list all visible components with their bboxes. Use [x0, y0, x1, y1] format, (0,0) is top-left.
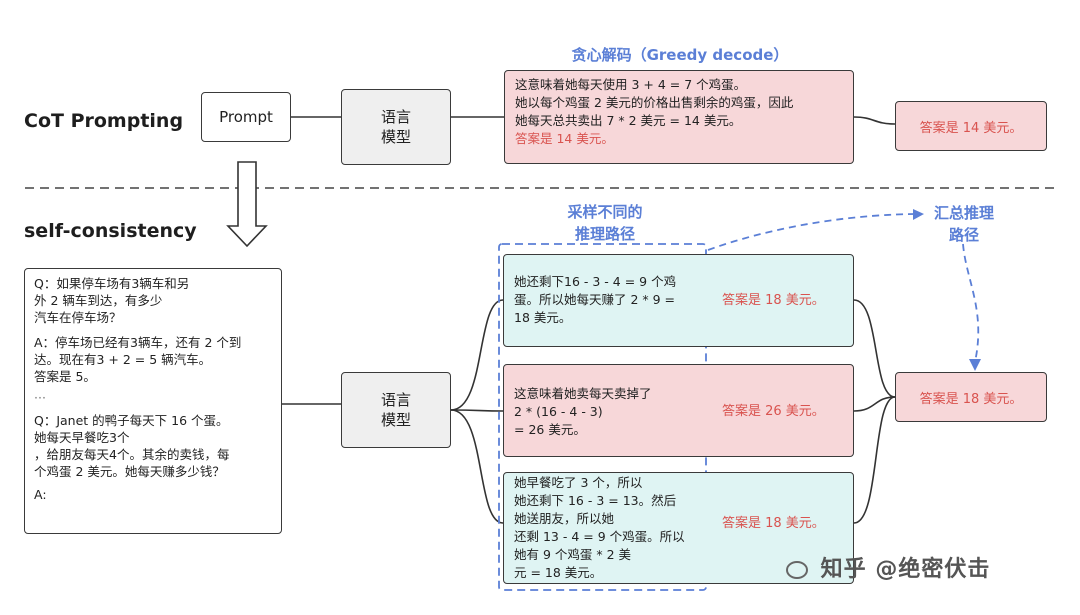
lm-bottom-line1: 语言 [380, 391, 411, 409]
path3-line6: 元 = 18 美元。 [514, 565, 603, 580]
path2-to-final-line [853, 396, 896, 412]
final-answer-box: 答案是 18 美元。 [895, 372, 1047, 422]
lm-top-line2: 模型 [380, 128, 411, 146]
greedy-line4: 答案是 14 美元。 [515, 131, 614, 146]
reasoning-path-1: 她还剩下16 - 3 - 4 = 9 个鸡 蛋。所以她每天赚了 2 * 9 = … [503, 254, 854, 347]
question-line4: A：停车场已经有3辆车，还有 2 个到 [34, 335, 242, 350]
path3-to-final-line [853, 396, 896, 524]
path1-line2: 蛋。所以她每天赚了 2 * 9 = [514, 292, 676, 307]
path1-text: 她还剩下16 - 3 - 4 = 9 个鸡 蛋。所以她每天赚了 2 * 9 = … [514, 273, 704, 327]
agg-down-arrow-line [962, 243, 980, 363]
greedy-line1: 这意味着她每天使用 3 + 4 = 7 个鸡蛋。 [515, 77, 747, 92]
lm-to-path1-line [450, 299, 504, 411]
aggregate-label-line1: 汇总推理 [933, 204, 994, 222]
question-box: Q：如果停车场有3辆车和另 外 2 辆车到达，有多少 汽车在停车场？ A：停车场… [24, 268, 282, 534]
agg-down-arrow-head-icon [969, 359, 981, 371]
agg-arrow-head-icon [913, 209, 924, 220]
path2-text: 这意味着她卖每天卖掉了 2 * (16 - 4 - 3) = 26 美元。 [514, 385, 704, 439]
path1-to-final-line [853, 299, 896, 398]
aggregate-label-line2: 路径 [948, 226, 979, 244]
path3-text: 她早餐吃了 3 个，所以 她还剩下 16 - 3 = 13。然后 她送朋友，所以… [514, 474, 714, 582]
path1-answer: 答案是 18 美元。 [722, 293, 825, 308]
agg-arrow-line [707, 213, 921, 251]
question-line1: Q：如果停车场有3辆车和另 [34, 276, 190, 291]
language-model-box-bottom: 语言 模型 [341, 372, 451, 448]
greedy-answer-text: 答案是 14 美元。 [919, 120, 1023, 136]
watermark: 知乎 @绝密伏击 [786, 551, 990, 583]
prompt-box: Prompt [201, 92, 291, 142]
down-arrow-icon [226, 161, 268, 248]
greedy-decode-label: 贪心解码（Greedy decode） [571, 46, 789, 64]
path3-line4: 还剩 13 - 4 = 9 个鸡蛋。所以 [514, 529, 685, 544]
watermark-text: 知乎 @绝密伏击 [820, 557, 991, 582]
greedy-output-box: 这意味着她每天使用 3 + 4 = 7 个鸡蛋。 她以每个鸡蛋 2 美元的价格出… [504, 70, 854, 164]
path2-line1: 这意味着她卖每天卖掉了 [514, 386, 652, 401]
sampling-label: 采样不同的 推理路径 [540, 201, 670, 245]
reasoning-path-3: 她早餐吃了 3 个，所以 她还剩下 16 - 3 = 13。然后 她送朋友，所以… [503, 472, 854, 584]
path1-line3: 18 美元。 [514, 310, 572, 325]
path2-line2: 2 * (16 - 4 - 3) [514, 404, 603, 419]
question-line12: A: [34, 487, 47, 502]
question-line10: ，给朋友每天4个。其余的卖钱，每 [34, 447, 230, 462]
lm-bottom-line2: 模型 [380, 411, 411, 429]
path3-line5: 她有 9 个鸡蛋 * 2 美 [514, 547, 632, 562]
question-line11: 个鸡蛋 2 美元。她每天赚多少钱？ [34, 464, 225, 479]
question-line2: 外 2 辆车到达，有多少 [34, 293, 163, 308]
greedy-to-answer-line [853, 116, 896, 125]
language-model-box-top: 语言 模型 [341, 89, 451, 165]
greedy-line2: 她以每个鸡蛋 2 美元的价格出售剩余的鸡蛋，因此 [515, 95, 794, 110]
path3-line3: 她送朋友，所以她 [514, 511, 615, 526]
final-answer-text: 答案是 18 美元。 [919, 391, 1023, 407]
self-consistency-label: self-consistency [24, 220, 197, 242]
question-ellipsis: ··· [34, 390, 46, 405]
path2-line3: = 26 美元。 [514, 422, 586, 437]
greedy-line3: 她每天总共卖出 7 * 2 美元 = 14 美元。 [515, 113, 742, 128]
sampling-selection-box [498, 243, 707, 591]
question-line6: 答案是 5。 [34, 369, 96, 384]
lm-to-path2-line [450, 409, 504, 412]
question-line3: 汽车在停车场？ [34, 310, 122, 325]
aggregate-label: 汇总推理 路径 [914, 202, 1014, 246]
cot-prompting-label: CoT Prompting [24, 110, 184, 132]
path3-answer: 答案是 18 美元。 [722, 516, 825, 531]
sampling-label-line1: 采样不同的 [567, 203, 643, 221]
question-line9: 她每天早餐吃3个 [34, 430, 130, 445]
sampling-label-line2: 推理路径 [574, 225, 635, 243]
path1-line1: 她还剩下16 - 3 - 4 = 9 个鸡 [514, 274, 677, 289]
question-line8: Q：Janet 的鸭子每天下 16 个蛋。 [34, 413, 229, 428]
question-line5: 达。现在有3 + 2 = 5 辆汽车。 [34, 352, 212, 367]
lm-to-path3-line [450, 409, 504, 524]
path3-line2: 她还剩下 16 - 3 = 13。然后 [514, 493, 677, 508]
path3-line1: 她早餐吃了 3 个，所以 [514, 475, 643, 490]
greedy-answer-box: 答案是 14 美元。 [895, 101, 1047, 151]
prompt-box-text: Prompt [219, 108, 273, 126]
reasoning-path-2: 这意味着她卖每天卖掉了 2 * (16 - 4 - 3) = 26 美元。 答案… [503, 364, 854, 457]
wechat-icon [786, 561, 808, 579]
lm-top-line1: 语言 [380, 108, 411, 126]
path2-answer: 答案是 26 美元。 [722, 404, 825, 419]
